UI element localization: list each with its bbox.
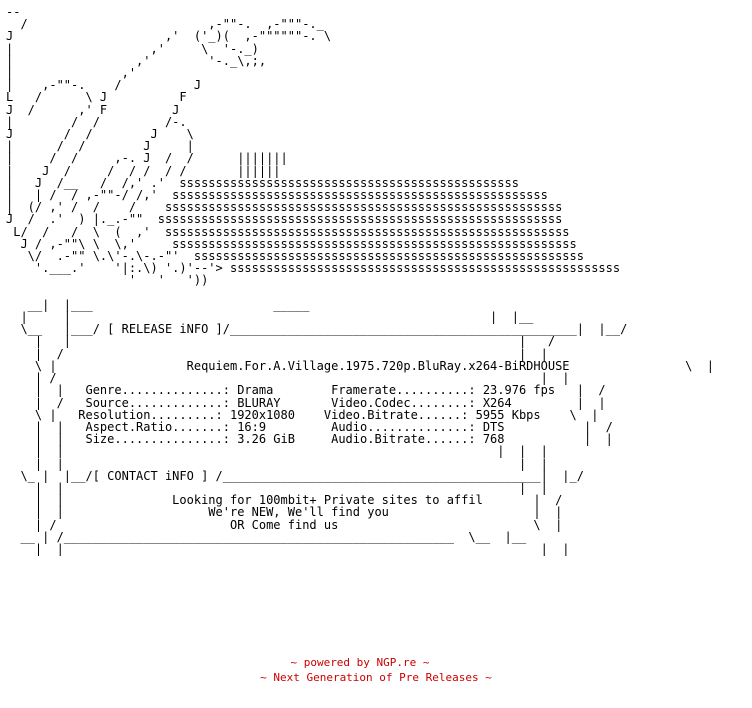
footer-tagline: ~ Next Generation of Pre Releases ~ [260,671,492,684]
nfo-ascii-art: -- / ,-""-. ,-"""-._ J ,' ('_)( ,-""""""… [6,5,715,556]
footer-powered-by: ~ powered by NGP.re ~ [290,656,430,669]
